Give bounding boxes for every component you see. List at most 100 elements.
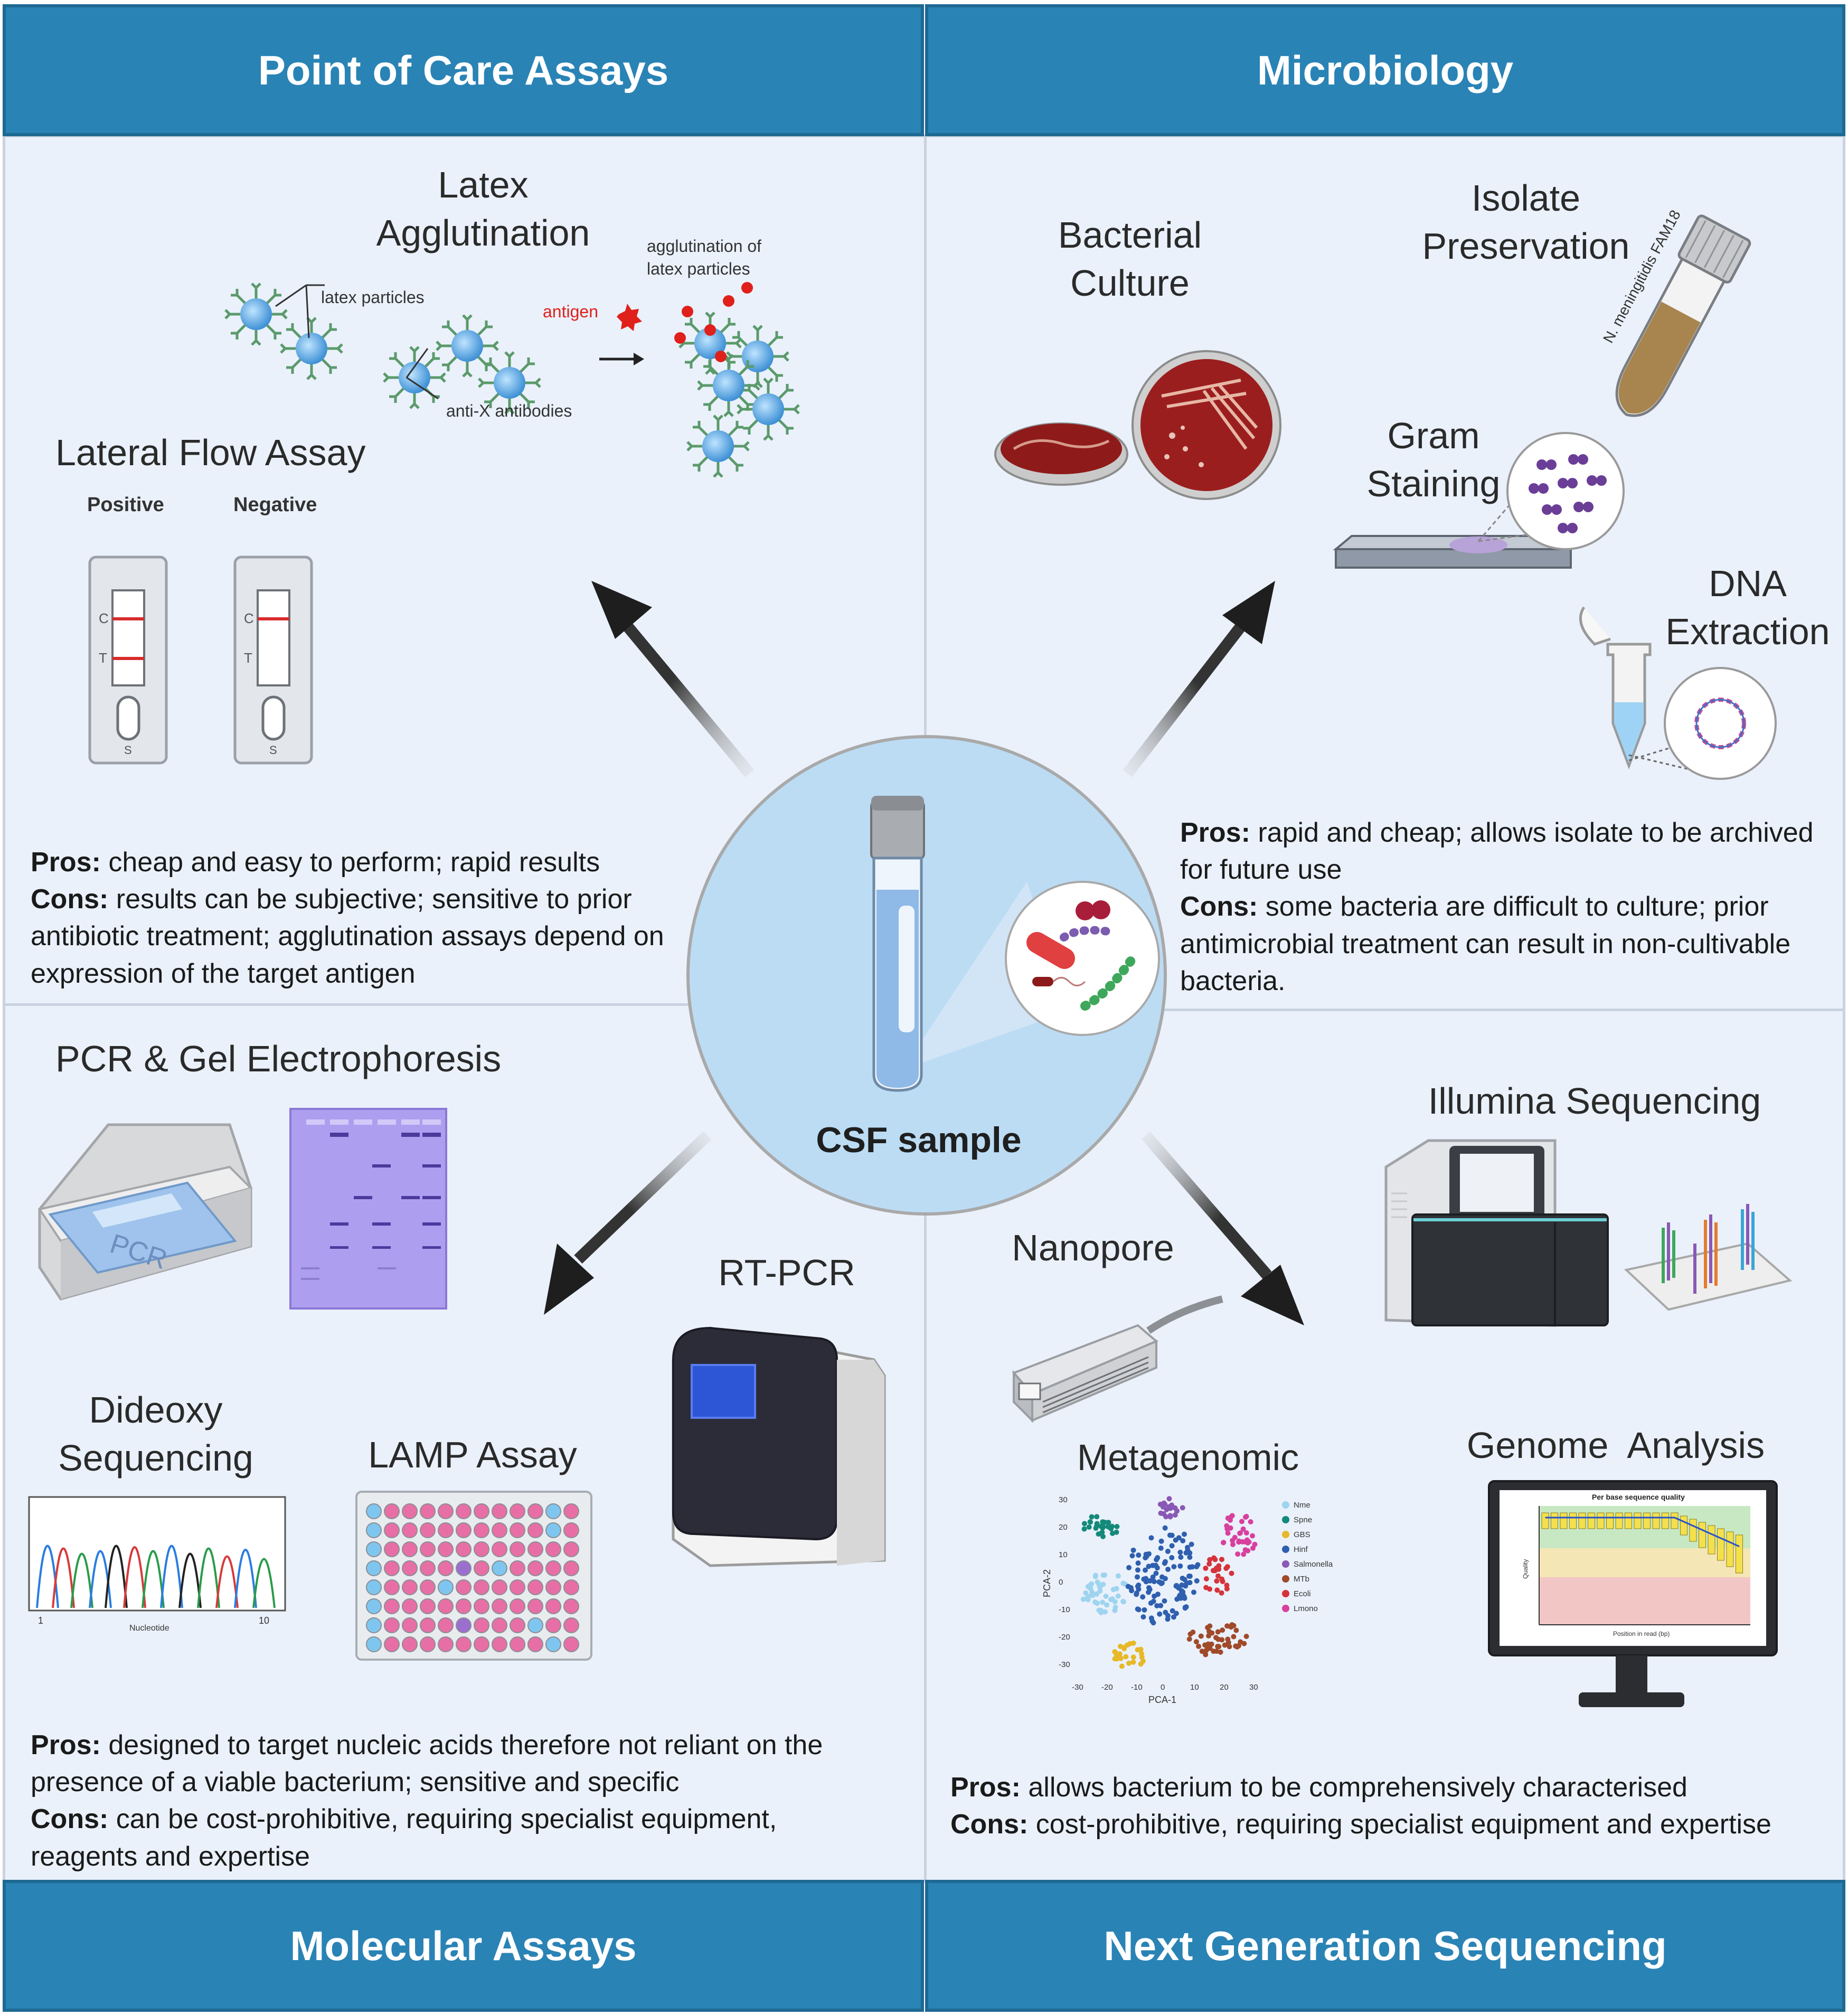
poc-pros-cons: Pros: cheap and easy to perform; rapid r… — [31, 844, 696, 992]
pca-point — [1100, 1533, 1106, 1539]
lamp-well — [366, 1636, 382, 1652]
lamp-well — [527, 1503, 543, 1519]
pca-point — [1136, 1552, 1142, 1558]
pca-point — [1193, 1639, 1199, 1645]
strip-c-label: C — [99, 610, 109, 626]
fastqc-box — [1726, 1531, 1734, 1567]
pca-point — [1089, 1514, 1095, 1520]
lamp-well — [474, 1617, 489, 1633]
header-molecular-assays: Molecular Assays — [3, 1880, 924, 2012]
pca-point — [1166, 1496, 1172, 1502]
negative-label: Negative — [233, 494, 317, 516]
pca-point — [1214, 1578, 1220, 1584]
pca-point — [1186, 1574, 1192, 1579]
pca-point — [1224, 1523, 1230, 1529]
pca-point — [1081, 1526, 1087, 1532]
lamp-well — [438, 1636, 454, 1652]
pca-point — [1163, 1514, 1169, 1520]
lamp-well — [420, 1560, 436, 1576]
lamp-well — [510, 1503, 525, 1519]
lamp-well — [510, 1522, 525, 1538]
pca-point — [1100, 1519, 1106, 1525]
pca-point — [1139, 1651, 1145, 1656]
pca-point — [1148, 1615, 1154, 1621]
rt-pcr-machine — [672, 1326, 886, 1567]
pca-point — [1212, 1557, 1218, 1562]
lamp-well — [510, 1579, 525, 1595]
pca-point — [1158, 1545, 1164, 1551]
pca-xlabel: PCA-1 — [1148, 1694, 1176, 1705]
lamp-well — [456, 1560, 472, 1576]
lamp-well — [563, 1503, 579, 1519]
pca-point — [1180, 1538, 1186, 1543]
pca-point — [1203, 1585, 1209, 1590]
pca-point — [1153, 1570, 1159, 1576]
strip-s-label: S — [124, 743, 132, 757]
lamp-well — [438, 1579, 454, 1595]
lamp-well — [402, 1541, 418, 1557]
pca-xtick: -10 — [1131, 1683, 1143, 1692]
fastqc-ylabel: Quality — [1522, 1559, 1529, 1579]
pca-point — [1135, 1560, 1141, 1566]
fastqc-title: Per base sequence quality — [1592, 1493, 1685, 1501]
pca-point — [1095, 1579, 1100, 1585]
pca-point — [1215, 1629, 1221, 1635]
lamp-well — [384, 1541, 400, 1557]
antibodies-label: anti-X antibodies — [446, 401, 572, 420]
chrom-x10: 10 — [259, 1615, 269, 1626]
pca-point — [1151, 1598, 1156, 1604]
poc-pros-label: Pros: — [31, 847, 101, 878]
lamp-well — [402, 1522, 418, 1538]
poc-pros-text: cheap and easy to perform; rapid results — [100, 847, 600, 878]
pca-legend-swatch — [1282, 1546, 1289, 1553]
micro-pros-label: Pros: — [1180, 817, 1250, 848]
pca-point — [1151, 1579, 1157, 1585]
pca-legend-label: Ecoli — [1294, 1589, 1311, 1598]
lamp-well — [492, 1541, 507, 1557]
pca-point — [1203, 1647, 1209, 1653]
pca-point — [1224, 1564, 1230, 1570]
pca-point — [1245, 1548, 1251, 1553]
agglutination-label: agglutination of latex particles — [647, 237, 762, 279]
pca-point — [1231, 1634, 1237, 1640]
pca-point — [1093, 1526, 1099, 1531]
pca-legend-swatch — [1282, 1501, 1289, 1509]
lamp-well — [384, 1598, 400, 1614]
ngs-cons-text: cost-prohibitive, requiring specialist e… — [1028, 1809, 1771, 1840]
pca-point — [1227, 1517, 1233, 1523]
lamp-well — [563, 1636, 579, 1652]
pca-point — [1163, 1609, 1168, 1615]
pca-point — [1129, 1553, 1135, 1559]
pca-point — [1250, 1533, 1256, 1539]
lamp-well — [474, 1522, 489, 1538]
pca-point — [1237, 1530, 1243, 1536]
pca-point — [1177, 1549, 1183, 1555]
pca-point — [1214, 1587, 1220, 1593]
lamp-well — [527, 1541, 543, 1557]
lamp-well — [438, 1617, 454, 1633]
pca-point — [1229, 1513, 1235, 1519]
pca-point — [1190, 1564, 1195, 1570]
culture-plates — [994, 350, 1281, 500]
strip-s-label-neg: S — [269, 743, 277, 757]
pca-legend-swatch — [1282, 1516, 1289, 1523]
lamp-well — [527, 1617, 543, 1633]
pca-point — [1187, 1555, 1193, 1560]
lamp-well — [474, 1541, 489, 1557]
pca-point — [1162, 1525, 1168, 1531]
lamp-well — [510, 1598, 525, 1614]
lamp-well — [366, 1598, 382, 1614]
lamp-well — [527, 1636, 543, 1652]
pca-point — [1166, 1504, 1172, 1510]
dideoxy-title: Dideoxy Sequencing — [58, 1389, 253, 1479]
pca-point — [1143, 1567, 1148, 1573]
pca-point — [1086, 1594, 1091, 1599]
pca-point — [1182, 1531, 1187, 1537]
csf-sample-label: CSF sample — [816, 1120, 1022, 1160]
pca-point — [1094, 1591, 1100, 1597]
lamp-well — [438, 1598, 454, 1614]
pca-point — [1181, 1594, 1187, 1599]
pca-point — [1196, 1643, 1202, 1649]
lateral-flow-strips: C T S C T S — [88, 555, 314, 765]
latex-agglutination-title: Latex Agglutination — [376, 164, 590, 253]
